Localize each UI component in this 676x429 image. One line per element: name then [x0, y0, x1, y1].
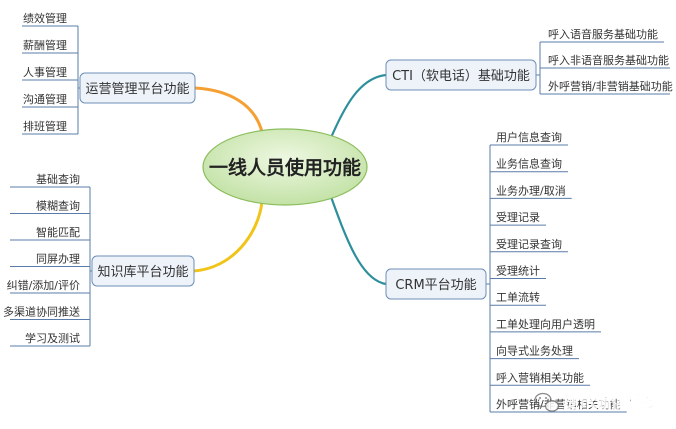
- kb-leaf-label: 学习及测试: [25, 331, 80, 345]
- kb-leaf-item[interactable]: 基础查询: [10, 172, 90, 188]
- wechat-icon: [534, 392, 560, 412]
- crm-leaf-list: 用户信息查询业务信息查询业务办理/取消受理记录受理记录查询受理统计工单流转工单处…: [486, 130, 627, 413]
- kb-leaf-label: 纠错/添加/评价: [7, 278, 80, 292]
- ops-leaf-label: 排班管理: [23, 119, 67, 133]
- kb-leaf-label: 智能匹配: [36, 225, 80, 239]
- kb-leaf-label: 基础查询: [36, 172, 80, 186]
- central-topic-node[interactable]: 一线人员使用功能: [202, 128, 368, 206]
- watermark-text: 捷讯通信科技: [563, 392, 660, 411]
- ops-leaf-label: 薪酬管理: [23, 38, 67, 52]
- kb-leaf-label: 同屏办理: [36, 253, 80, 266]
- crm-leaf-item[interactable]: 工单流转: [490, 290, 546, 306]
- kb-leaf-label: 多渠道协同推送: [3, 305, 80, 319]
- cti-branch-label: CTI（软电话）基础功能: [392, 69, 530, 84]
- crm-leaf-label: 受理记录查询: [496, 237, 562, 251]
- crm-branch-node[interactable]: CRM平台功能: [385, 268, 487, 300]
- cti-leaf-item[interactable]: 呼入语音服务基础功能: [540, 27, 664, 43]
- ops-leaf-item[interactable]: 排班管理: [22, 119, 78, 135]
- cti-branch-node[interactable]: CTI（软电话）基础功能: [385, 59, 537, 91]
- kb-leaf-item[interactable]: 同屏办理: [10, 253, 90, 267]
- crm-leaf-label: 业务信息查询: [496, 157, 562, 171]
- cti-leaf-item[interactable]: 外呼营销/非营销基础功能: [540, 79, 673, 95]
- crm-leaf-item[interactable]: 用户信息查询: [490, 130, 568, 146]
- crm-leaf-item[interactable]: 呼入营销相关功能: [490, 370, 590, 386]
- watermark: 捷讯通信科技: [534, 392, 660, 412]
- crm-leaf-label: 受理记录: [496, 211, 540, 224]
- crm-leaf-item[interactable]: 工单处理向用户透明: [490, 317, 601, 333]
- kb-branch-label: 知识库平台功能: [97, 264, 188, 280]
- ops-branch-node[interactable]: 运营管理平台功能: [79, 72, 196, 104]
- ops-connector: [193, 86, 264, 134]
- ops-leaf-label: 沟通管理: [23, 92, 67, 106]
- ops-leaf-item[interactable]: 绩效管理: [22, 11, 78, 27]
- cti-connector: [328, 73, 388, 142]
- kb-leaf-item[interactable]: 学习及测试: [10, 331, 90, 347]
- kb-leaf-item[interactable]: 模糊查询: [10, 199, 90, 214]
- cti-leaf-item[interactable]: 呼入非语音服务基础功能: [540, 53, 670, 69]
- ops-leaf-label: 人事管理: [23, 65, 67, 79]
- crm-leaf-item[interactable]: 受理记录: [490, 211, 546, 226]
- ops-leaf-item[interactable]: 薪酬管理: [22, 38, 78, 54]
- crm-branch-label: CRM平台功能: [395, 278, 476, 293]
- central-topic-label: 一线人员使用功能: [209, 156, 361, 179]
- kb-branch-node[interactable]: 知识库平台功能: [91, 255, 195, 287]
- cti-leaf-label: 呼入语音服务基础功能: [548, 27, 658, 41]
- cti-leaf-label: 外呼营销/非营销基础功能: [548, 79, 673, 93]
- crm-leaf-label: 工单处理向用户透明: [496, 317, 595, 331]
- crm-leaf-label: 向导式业务处理: [496, 344, 573, 358]
- ops-branch-label: 运营管理平台功能: [85, 82, 189, 97]
- cti-leaf-label: 呼入非语音服务基础功能: [548, 53, 669, 67]
- crm-leaf-item[interactable]: 向导式业务处理: [490, 344, 579, 360]
- ops-leaf-item[interactable]: 人事管理: [22, 65, 78, 81]
- crm-leaf-label: 业务办理/取消: [496, 183, 566, 197]
- crm-connector: [328, 192, 388, 286]
- branch-connectors: [192, 73, 388, 286]
- ops-leaf-item[interactable]: 沟通管理: [22, 92, 78, 108]
- crm-leaf-item[interactable]: 受理记录查询: [490, 237, 568, 253]
- crm-leaf-item[interactable]: 业务信息查询: [490, 157, 568, 173]
- crm-leaf-label: 受理统计: [496, 265, 540, 278]
- kb-leaf-item[interactable]: 纠错/添加/评价: [7, 278, 90, 294]
- crm-leaf-item[interactable]: 业务办理/取消: [490, 183, 572, 199]
- kb-leaf-item[interactable]: 智能匹配: [10, 225, 90, 241]
- kb-leaf-label: 模糊查询: [36, 199, 80, 213]
- kb-connector: [192, 200, 264, 273]
- ops-leaf-label: 绩效管理: [23, 11, 67, 25]
- crm-leaf-label: 用户信息查询: [496, 130, 562, 144]
- crm-leaf-item[interactable]: 受理统计: [490, 265, 546, 279]
- kb-leaf-item[interactable]: 多渠道协同推送: [3, 305, 90, 320]
- crm-leaf-label: 工单流转: [496, 290, 540, 304]
- crm-leaf-label: 呼入营销相关功能: [496, 370, 584, 384]
